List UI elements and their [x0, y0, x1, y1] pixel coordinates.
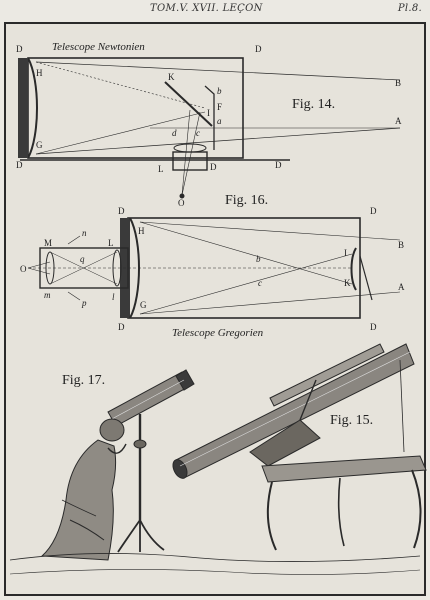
fig14-label-b: b: [217, 86, 222, 96]
fig14-eyepiece-tube: [172, 151, 208, 171]
fig16-label-n: n: [82, 228, 87, 238]
fig16-ray-1: [139, 221, 401, 241]
fig14-caption: Fig. 14.: [292, 97, 335, 112]
fig16-ray-6: [49, 251, 118, 285]
fig16-ray-2: [139, 291, 401, 315]
fig15-table: [261, 455, 427, 551]
fig16-label-K: K: [344, 278, 351, 288]
fig15-table-telescope: [172, 343, 427, 551]
fig17-caption: Fig. 17.: [62, 373, 105, 388]
fig16-label-L: L: [108, 238, 114, 248]
fig16-labels: D D H G B A M L O m l n p q I K b c D D: [20, 206, 405, 332]
fig14-label-A: A: [395, 116, 402, 126]
fig14-label-D-tr: D: [255, 44, 262, 54]
fig16-label-D-bl: D: [118, 322, 125, 332]
fig14-labels: D D H G B A K I L O b F a c d D D D: [16, 44, 402, 208]
fig14-label-D-br: D: [275, 160, 282, 170]
fig16-label-I: I: [344, 248, 347, 258]
fig14-title: Telescope Newtonien: [52, 41, 145, 53]
fig16-ray-3: [139, 221, 353, 285]
fig14-ray-upper: [35, 61, 401, 81]
fig16-label-b: b: [256, 254, 261, 264]
fig14-eye-point: [179, 193, 185, 199]
fig15-caption: Fig. 15.: [330, 413, 373, 428]
fig16-label-B: B: [398, 240, 404, 250]
fig16-secondary-mirror: [350, 247, 357, 291]
fig15-mount: [249, 379, 321, 467]
fig14-arm: [204, 85, 215, 150]
fig16-label-H: H: [138, 226, 145, 236]
fig17-observer-figure: [40, 418, 127, 561]
fig17-stand: [117, 414, 165, 553]
fig15-main-tube: [172, 343, 415, 479]
fig16-label-D-tl: D: [118, 206, 125, 216]
fig14-label-F: F: [217, 102, 222, 112]
fig14-ray-reflect-2: [35, 111, 206, 155]
fig14-diagonal-mirror: [164, 81, 213, 127]
fig14-label-H: H: [36, 68, 43, 78]
fig14-label-G: G: [36, 140, 43, 150]
fig14-mirror-cell: [18, 58, 28, 158]
fig16-label-M: M: [44, 238, 52, 248]
fig14-ray-eye-1: [181, 109, 191, 196]
fig15-cord: [399, 359, 405, 453]
fig16-label-O: O: [20, 264, 27, 274]
fig14-label-O: O: [178, 198, 185, 208]
fig14-label-D-bm: D: [210, 162, 217, 172]
fig16-gregorian-telescope: [27, 217, 401, 319]
fig14-newtonian-telescope: [18, 57, 401, 199]
fig17-telescope: [107, 369, 195, 427]
fig14-ray-lower: [35, 127, 401, 155]
fig14-label-D-tl: D: [16, 44, 23, 54]
fig14-ray-eye-2: [181, 111, 201, 196]
page-header-title: TOM.V. XVII. LEÇON: [150, 3, 263, 14]
fig14-label-L: L: [158, 164, 164, 174]
fig16-label-c: c: [258, 278, 262, 288]
fig16-label-q: q: [80, 254, 85, 264]
fig16-label-A: A: [398, 282, 405, 292]
fig16-ray-4: [139, 253, 353, 315]
fig16-caption: Fig. 16.: [225, 193, 268, 208]
fig14-label-d: d: [172, 128, 177, 138]
fig14-label-B: B: [395, 78, 401, 88]
fig14-label-I: I: [207, 108, 210, 118]
fig16-label-p: p: [81, 298, 87, 308]
fig14-label-a: a: [217, 116, 222, 126]
fig14-eyepiece-lens: [173, 143, 207, 153]
fig17-observer-scene: [9, 369, 421, 575]
fig16-label-D-tr: D: [370, 206, 377, 216]
fig14-label-c: c: [196, 128, 200, 138]
fig14-ray-reflect-1: [35, 61, 206, 109]
fig16-label-m: m: [44, 290, 51, 300]
fig14-label-D-bl: D: [16, 160, 23, 170]
fig16-label-D-br: D: [370, 322, 377, 332]
fig15-finder-tube: [269, 343, 385, 407]
fig14-primary-mirror: [27, 57, 38, 159]
fig16-title: Telescope Gregorien: [172, 327, 264, 339]
fig16-label-l: l: [112, 292, 115, 302]
fig14-tube: [27, 57, 244, 159]
fig14-label-K: K: [168, 72, 175, 82]
plate-number: Pl.8.: [397, 3, 422, 14]
fig16-label-G: G: [140, 300, 147, 310]
